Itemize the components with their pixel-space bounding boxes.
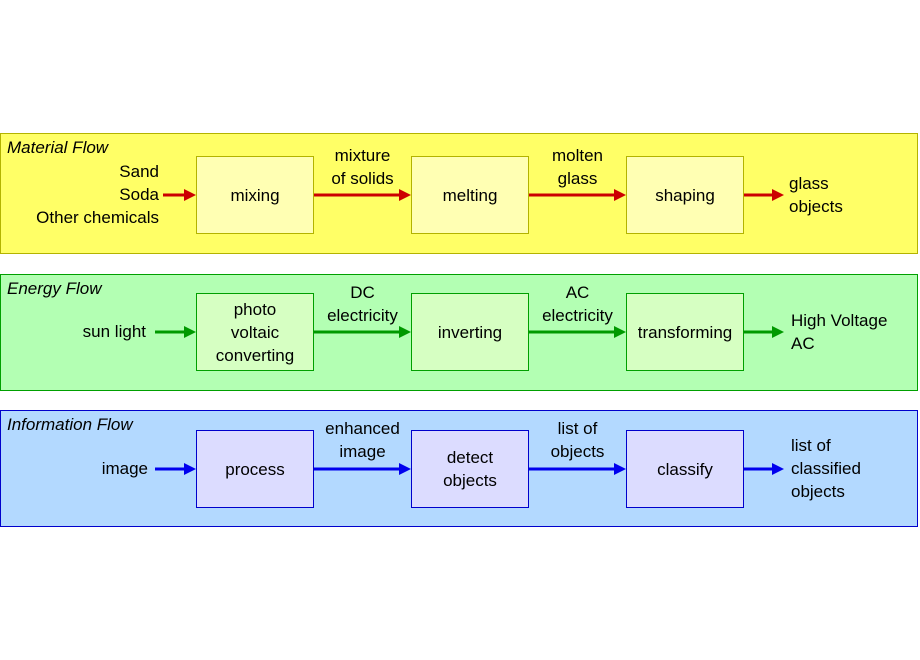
energy-arrowhead-1 [399, 326, 411, 338]
energy-arrows [155, 326, 784, 338]
material-arrowhead-out [772, 189, 784, 201]
detect-objects-box: detect objects [411, 430, 529, 508]
photovoltaic-converting-box: photo voltaic converting [196, 293, 314, 371]
list-of-classified-objects-label: list of classified objects [791, 436, 861, 501]
material-arrows [163, 189, 784, 201]
sun-light-label: sun light [82, 322, 146, 341]
image-input-label: image [101, 459, 148, 478]
inverting-box: inverting [411, 293, 529, 371]
high-voltage-ac-label: High Voltage AC [791, 311, 888, 353]
mixture-of-solids-label: mixture of solids [331, 146, 394, 188]
molten-glass-label: molten glass [551, 146, 604, 188]
information-arrowhead-in [184, 463, 196, 475]
mixing-box: mixing [196, 156, 314, 234]
energy-arrowhead-out [772, 326, 784, 338]
information-arrowhead-out [772, 463, 784, 475]
material-flow-title: Material Flow [7, 138, 109, 157]
glass-objects-label: glass objects [789, 174, 843, 216]
material-arrowhead-in [184, 189, 196, 201]
information-arrows [155, 463, 784, 475]
energy-arrowhead-in [184, 326, 196, 338]
energy-flow-title: Energy Flow [7, 279, 102, 298]
shaping-box: shaping [626, 156, 744, 234]
classify-box: classify [626, 430, 744, 508]
energy-arrowhead-2 [614, 326, 626, 338]
transforming-box: transforming [626, 293, 744, 371]
information-arrowhead-2 [614, 463, 626, 475]
information-flow-title: Information Flow [7, 415, 133, 434]
dc-electricity-label: DC electricity [327, 283, 398, 325]
list-of-objects-label: list of objects [550, 419, 605, 461]
material-input-label: Sand Soda Other chemicals [36, 162, 159, 227]
material-arrowhead-2 [614, 189, 626, 201]
melting-box: melting [411, 156, 529, 234]
enhanced-image-label: enhanced image [325, 419, 400, 461]
material-arrowhead-1 [399, 189, 411, 201]
process-box: process [196, 430, 314, 508]
information-arrowhead-1 [399, 463, 411, 475]
ac-electricity-label: AC electricity [542, 283, 613, 325]
